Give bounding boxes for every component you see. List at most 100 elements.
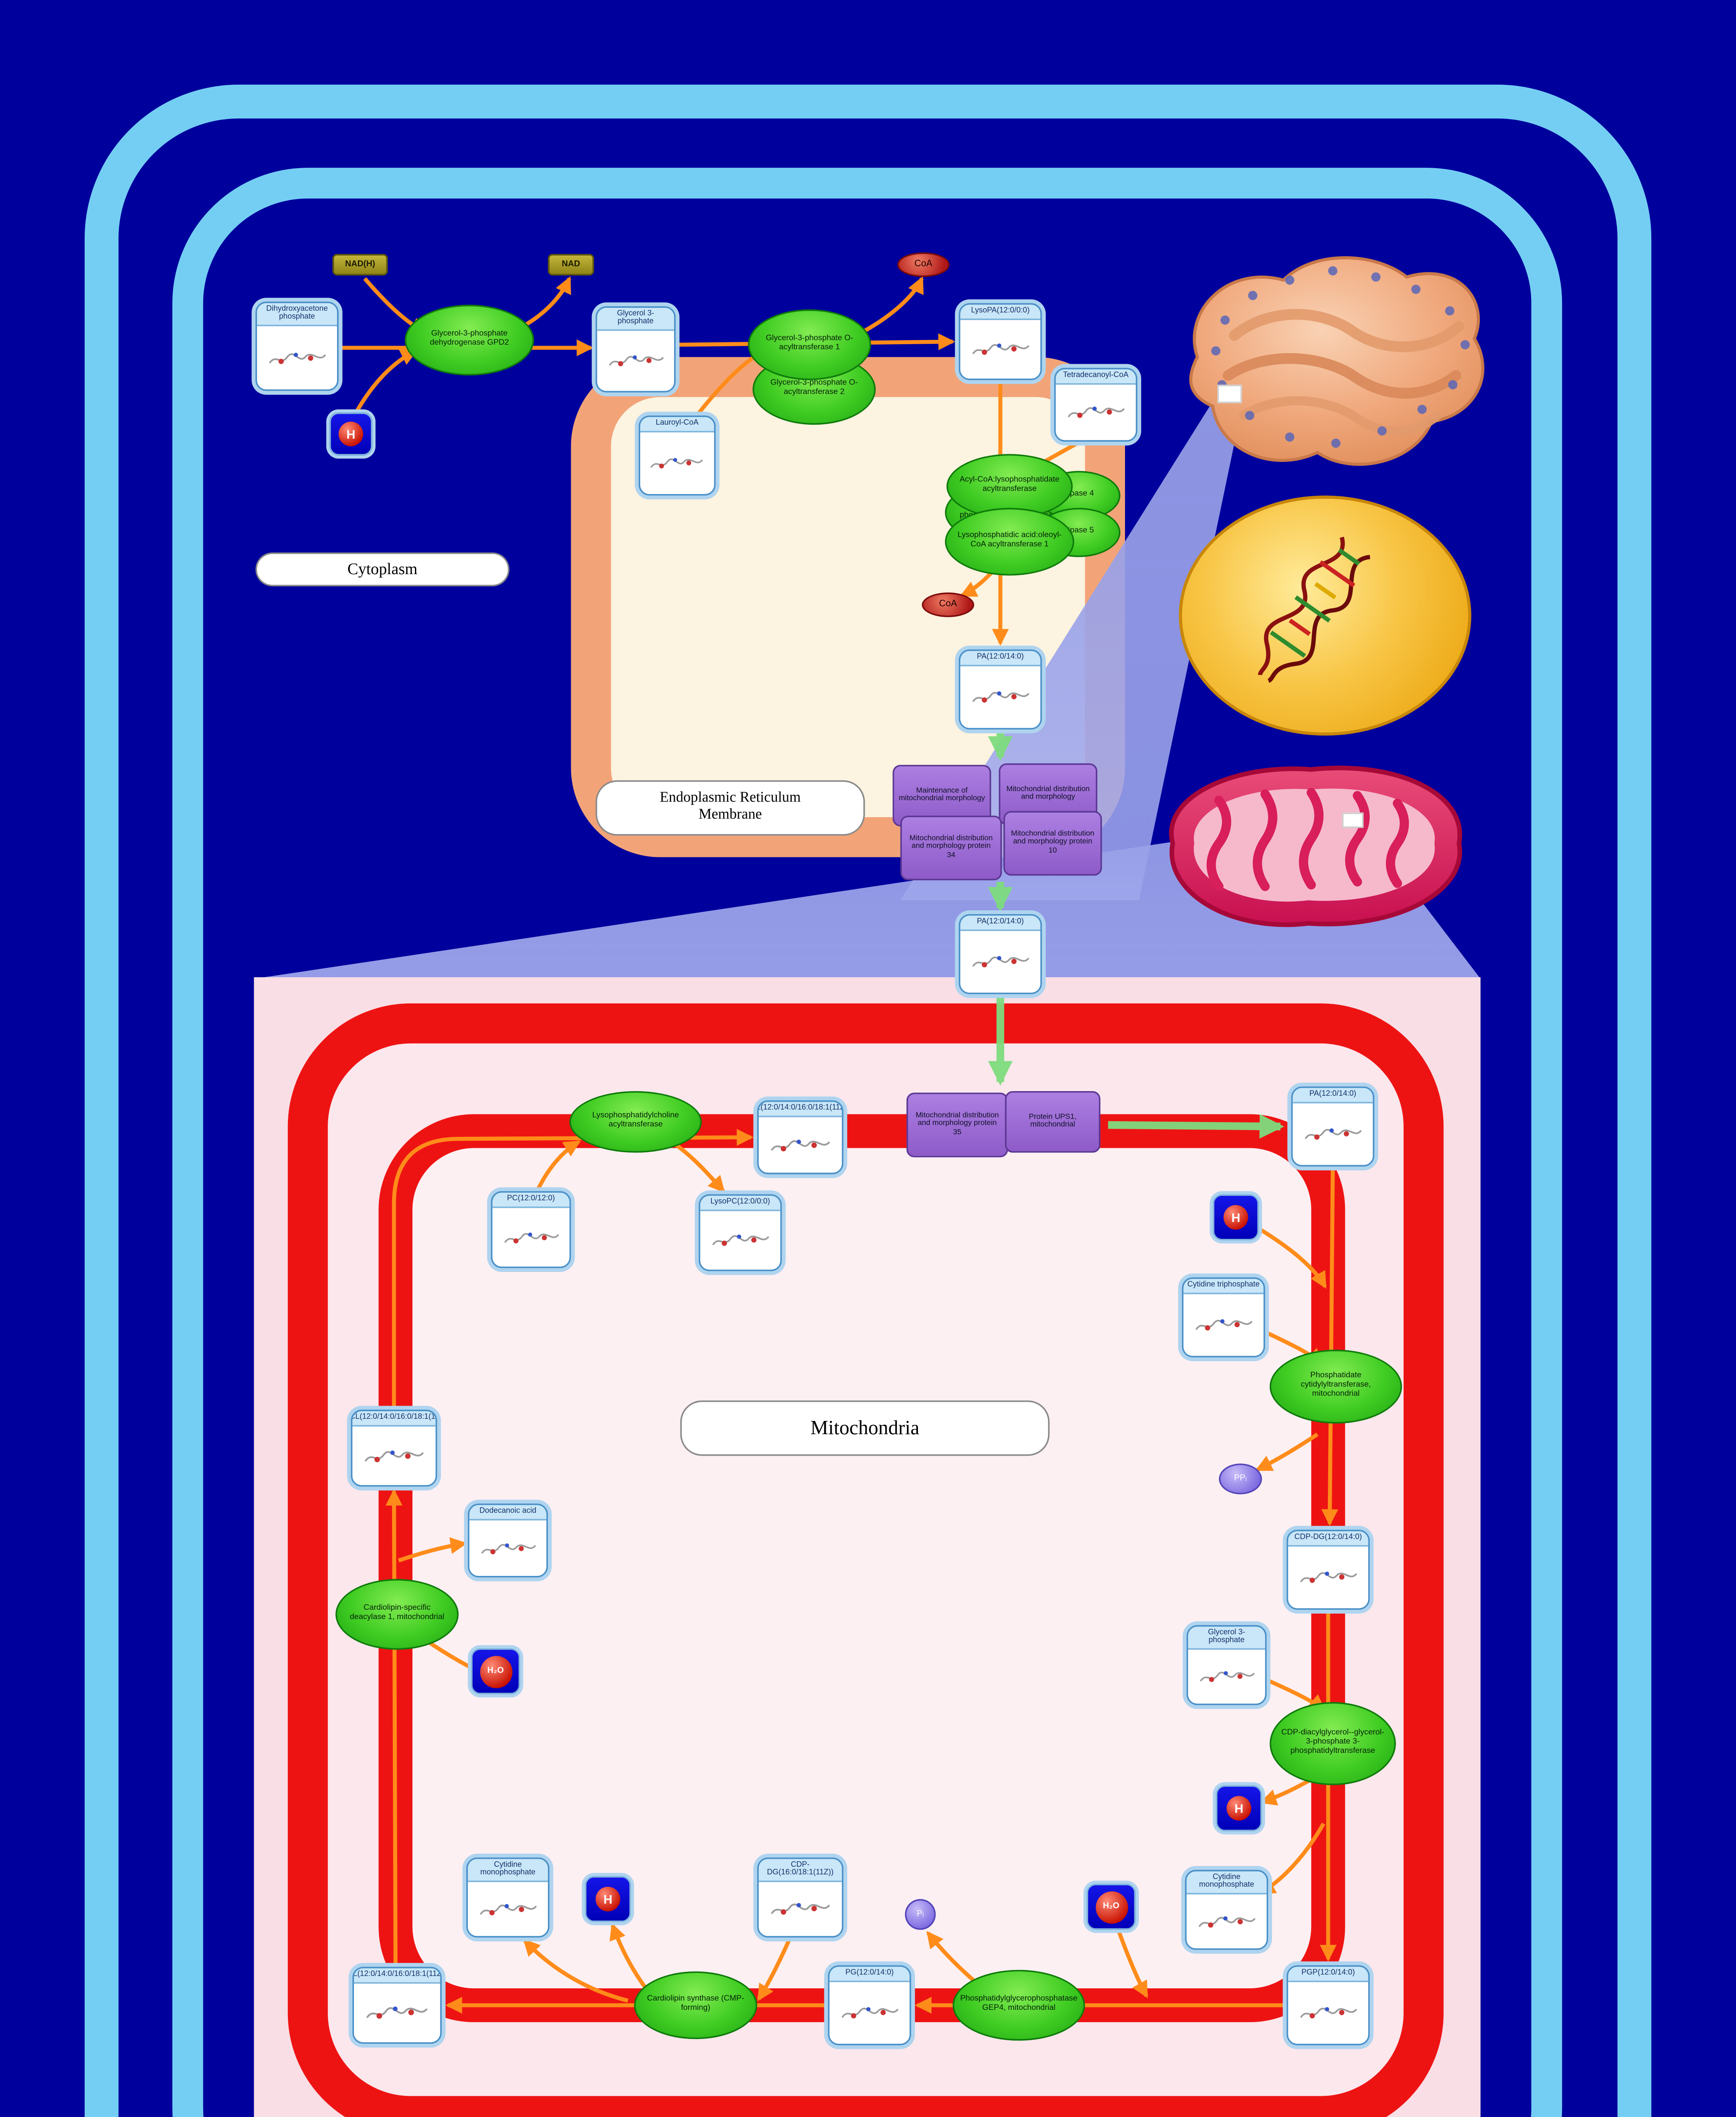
molecule-structure-icon xyxy=(829,1982,910,2044)
molecule-structure-icon xyxy=(1188,1650,1265,1704)
metabolite-pa-ims[interactable]: PA(12:0/14:0) xyxy=(959,914,1042,995)
metabolite-cl-bottom[interactable]: CL(12:0/14:0/16:0/18:1(11Z)) xyxy=(352,1967,442,2044)
protein-prot-ups1[interactable]: Protein UPS1, mitochondrial xyxy=(1005,1091,1100,1153)
metabolite-lysopc[interactable]: LysoPC(12:0/0:0) xyxy=(699,1194,782,1271)
metabolite-name: CDP-DG(16:0/18:1(11Z)) xyxy=(758,1859,842,1882)
metabolite-cytidine-monophosphate-left[interactable]: Cytidine monophosphate xyxy=(466,1857,550,1938)
molecule-structure-icon xyxy=(1056,384,1136,440)
metabolite-name: Tetradecanoyl-CoA xyxy=(1056,369,1136,384)
molecule-structure-icon xyxy=(257,326,337,390)
metabolite-pg[interactable]: PG(12:0/14:0) xyxy=(828,1965,911,2045)
reaction-arrow-orange xyxy=(1117,1930,1149,1998)
enzyme-gep4[interactable]: Phosphatidylglycerophosphatase GEP4, mit… xyxy=(952,1970,1085,2041)
enzyme-gpat1[interactable]: Glycerol-3-phosphate O-acyltransferase 1 xyxy=(748,309,871,380)
cofactor-h-h-3[interactable]: H xyxy=(1216,1785,1262,1832)
metabolite-pgp[interactable]: PGP(12:0/14:0) xyxy=(1286,1965,1370,2045)
cell-membrane-inner xyxy=(172,168,1562,2117)
metabolite-pc[interactable]: PC(12:0/12:0) xyxy=(491,1191,571,1269)
molecule-sphere-icon: H₂O xyxy=(1095,1890,1128,1923)
reaction-arrow-orange xyxy=(355,349,418,412)
enzyme-pgps[interactable]: CDP-diacylglycerol--glycerol-3-phosphate… xyxy=(1269,1702,1396,1785)
metabolite-cytidine-triphosphate[interactable]: Cytidine triphosphate xyxy=(1182,1277,1265,1357)
nad-nadh[interactable]: NAD(H) xyxy=(332,254,388,276)
metabolite-name: MLCL(12:0/14:0/16:0/18:1(11Z)) xyxy=(352,1411,436,1426)
enzyme-cld1[interactable]: Cardiolipin-specific deacylase 1, mitoch… xyxy=(335,1579,459,1650)
molecule-structure-icon xyxy=(354,1983,440,2042)
metabolite-tetradecanoyl-coa[interactable]: Tetradecanoyl-CoA xyxy=(1054,368,1138,442)
molecule-structure-icon xyxy=(960,930,1041,993)
metabolite-cdp-dg-1[interactable]: CDP-DG(12:0/14:0) xyxy=(1286,1529,1370,1610)
metabolite-name: PA(12:0/14:0) xyxy=(960,651,1041,666)
enzyme-lpcat[interactable]: Lysophosphatidylcholine acyltransferase xyxy=(569,1091,702,1153)
protein-prot-mdm34[interactable]: Mitochondrial distribution and morpholog… xyxy=(900,815,1002,881)
metabolite-name: PA(12:0/14:0) xyxy=(1293,1088,1373,1103)
metabolite-lauroyl-coa[interactable]: Lauroyl-CoA xyxy=(639,415,716,496)
cofactor-h2o-h2o-2[interactable]: H₂O xyxy=(1086,1883,1136,1930)
molecule-structure-icon xyxy=(1293,1103,1373,1165)
cofactor-h-h-4[interactable]: H xyxy=(585,1876,631,1922)
cofactor-h2o-h2o-1[interactable]: H₂O xyxy=(471,1648,520,1694)
reaction-arrow-orange xyxy=(673,1141,725,1193)
cofactor-h-h-1[interactable]: H xyxy=(329,412,373,456)
molecule-structure-icon xyxy=(1183,1293,1264,1356)
er-membrane-label: Endoplasmic Reticulum Membrane xyxy=(595,780,865,836)
metabolite-cdp-dg-2[interactable]: CDP-DG(16:0/18:1(11Z)) xyxy=(757,1857,843,1938)
metabolite-pa-mito[interactable]: PA(12:0/14:0) xyxy=(1291,1086,1374,1167)
protein-prot-mdm35[interactable]: Mitochondrial distribution and morpholog… xyxy=(906,1092,1008,1158)
molecule-structure-icon xyxy=(758,1117,842,1173)
metabolite-name: PG(12:0/14:0) xyxy=(829,1967,910,1982)
mito-zoom-marker xyxy=(1342,813,1364,828)
molecule-structure-icon xyxy=(492,1207,569,1267)
metabolite-name: LysoPC(12:0/0:0) xyxy=(700,1196,780,1211)
molecule-structure-icon xyxy=(700,1211,780,1270)
reaction-arrow-orange xyxy=(536,1140,581,1189)
enzyme-cds[interactable]: Phosphatidate cytidylyltransferase, mito… xyxy=(1269,1349,1402,1424)
metabolite-glycerol-3-phosphate-er[interactable]: Glycerol 3-phosphate xyxy=(595,306,676,392)
cell-membrane-outer xyxy=(84,84,1652,2117)
coa-coa-1[interactable]: CoA xyxy=(897,252,950,277)
molecule-structure-icon xyxy=(467,1882,548,1936)
metabolite-mlcl[interactable]: MLCL(12:0/14:0/16:0/18:1(11Z)) xyxy=(351,1409,437,1487)
nad-nad[interactable]: NAD xyxy=(547,254,594,276)
reaction-arrow-orange xyxy=(757,1938,791,2001)
enzyme-gpd2[interactable]: Glycerol-3-phosphate dehydrogenase GPD2 xyxy=(404,304,534,376)
reaction-arrow-orange xyxy=(523,1939,629,2003)
metabolite-cytidine-monophosphate-right[interactable]: Cytidine monophosphate xyxy=(1185,1870,1269,1950)
metabolite-name: CL(12:0/14:0/16:0/18:1(11Z)) xyxy=(758,1102,842,1117)
metabolite-name: Cytidine monophosphate xyxy=(1186,1871,1267,1895)
metabolite-name: Glycerol 3-phosphate xyxy=(597,307,674,332)
molecule-structure-icon xyxy=(1288,1982,1368,2044)
molecule-sphere-icon: H xyxy=(1226,1796,1252,1821)
sphere-ppi[interactable]: PPᵢ xyxy=(1219,1463,1262,1495)
cytoplasm-label: Cytoplasm xyxy=(255,552,510,586)
metabolite-lysopa[interactable]: LysoPA(12:0/0:0) xyxy=(959,303,1042,380)
reaction-arrow-orange xyxy=(1258,1822,1325,1895)
coa-coa-2[interactable]: CoA xyxy=(922,592,974,617)
metabolite-glycerol-3-phosphate-mito[interactable]: Glycerol 3-phosphate xyxy=(1186,1625,1267,1705)
protein-prot-mdm10[interactable]: Mitochondrial distribution and morpholog… xyxy=(1003,811,1102,876)
cofactor-h-h-2[interactable]: H xyxy=(1213,1194,1259,1241)
enzyme-lpaat1[interactable]: Lysophosphatidic acid:oleoyl-CoA acyltra… xyxy=(945,508,1075,576)
metabolite-name: CDP-DG(12:0/14:0) xyxy=(1288,1531,1368,1546)
metabolite-dihydroxyacetone-phosphate[interactable]: Dihydroxyacetone phosphate xyxy=(255,301,339,391)
metabolite-name: PA(12:0/14:0) xyxy=(960,915,1041,931)
er-zoom-marker xyxy=(1217,384,1242,404)
molecule-sphere-icon: H xyxy=(338,421,363,447)
reaction-arrow-orange xyxy=(861,276,924,334)
reaction-arrow-orange xyxy=(1321,1168,1338,1526)
sphere-pi[interactable]: Pᵢ xyxy=(905,1899,936,1930)
molecule-sphere-icon: H xyxy=(595,1887,620,1912)
molecule-structure-icon xyxy=(1186,1895,1267,1948)
metabolite-dodecanoic-acid[interactable]: Dodecanoic acid xyxy=(467,1503,548,1578)
metabolite-name: Glycerol 3-phosphate xyxy=(1188,1626,1265,1650)
metabolite-name: Dihydroxyacetone phosphate xyxy=(257,303,337,327)
metabolite-cl-top[interactable]: CL(12:0/14:0/16:0/18:1(11Z)) xyxy=(757,1100,843,1175)
enzyme-crls[interactable]: Cardiolipin synthase (CMP-forming) xyxy=(634,1971,757,2040)
reaction-arrow-orange xyxy=(385,1489,403,1964)
metabolite-name: Cytidine monophosphate xyxy=(467,1859,548,1882)
molecule-sphere-icon: H xyxy=(1223,1205,1248,1230)
metabolite-pa-er[interactable]: PA(12:0/14:0) xyxy=(959,649,1042,730)
er-organelle-icon xyxy=(1173,243,1496,486)
molecule-sphere-icon: H₂O xyxy=(479,1655,512,1688)
